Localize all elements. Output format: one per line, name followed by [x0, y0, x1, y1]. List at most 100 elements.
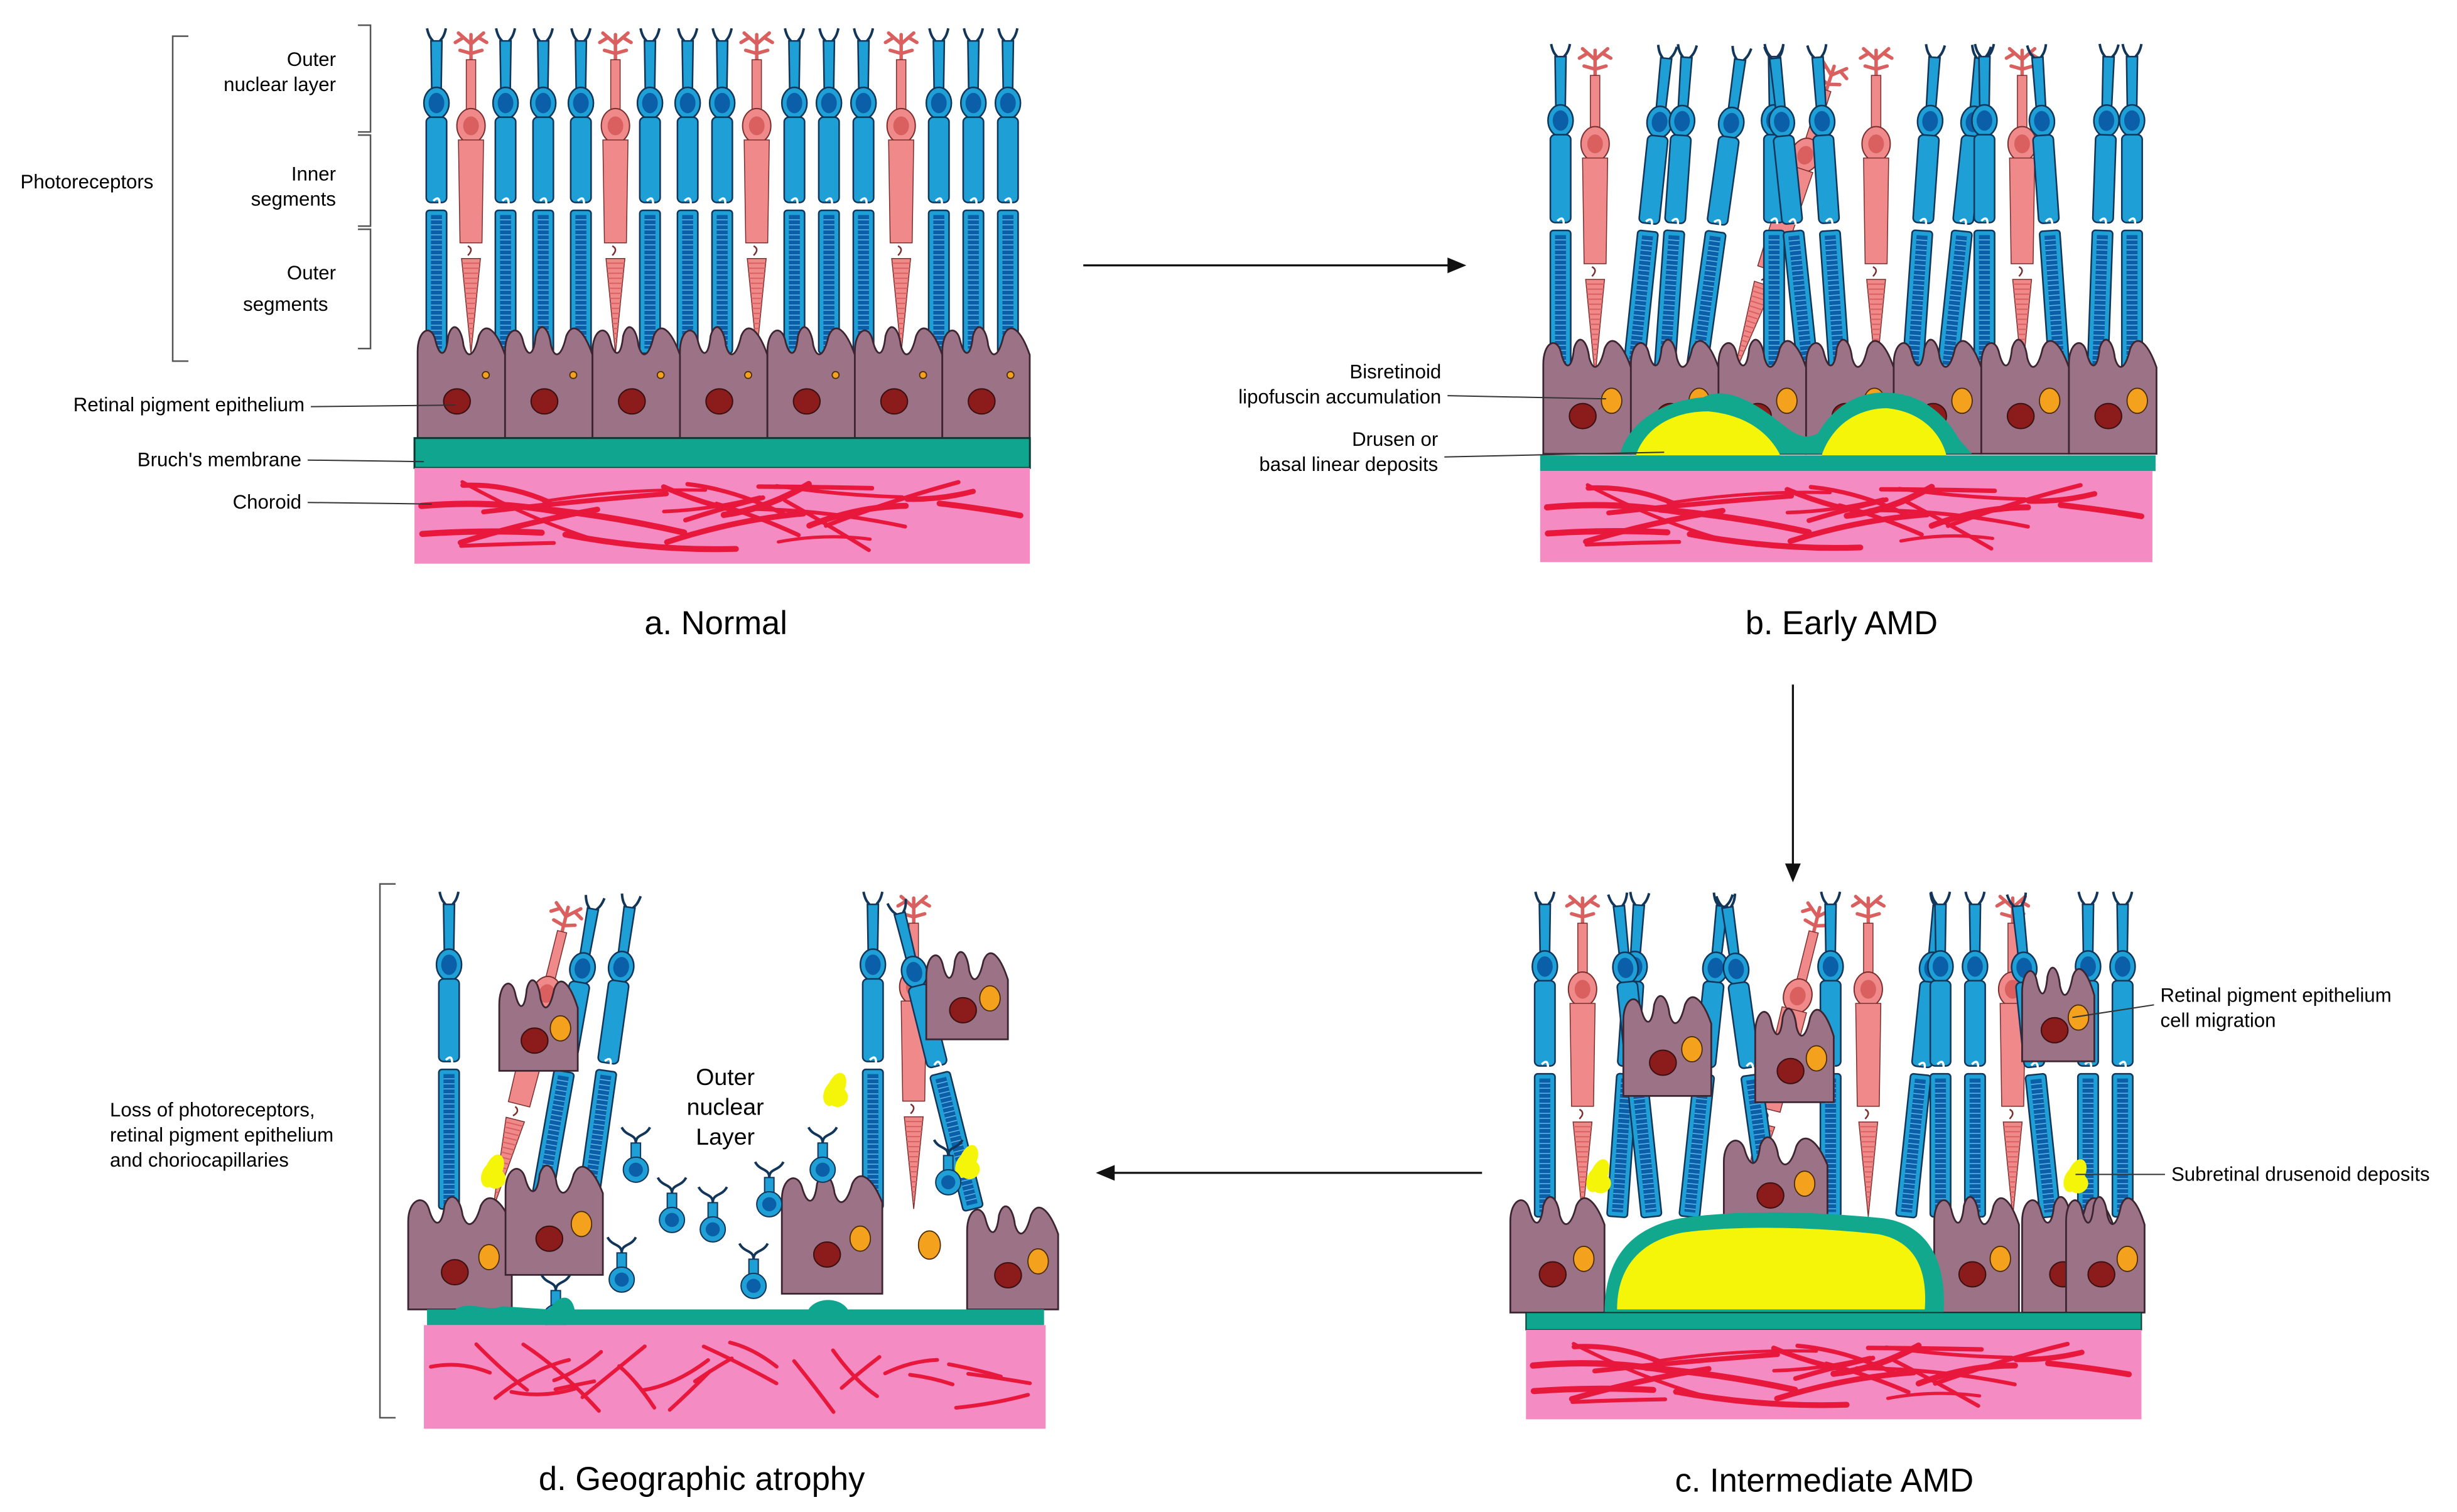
rod-cell	[1962, 891, 1989, 1218]
rod-disc	[1705, 264, 1717, 267]
cone-nucleus	[463, 116, 479, 136]
rod-disc	[1704, 274, 1715, 278]
rod-disc	[1952, 269, 1963, 272]
subretinal-drusenoid-deposit	[955, 1145, 980, 1180]
rod-cilium	[1746, 1062, 1754, 1069]
cone-inner-segment	[888, 139, 914, 244]
photoreceptor-fragment	[656, 1177, 688, 1233]
rod-disc-stack	[1555, 235, 1567, 372]
rpe-nucleus	[949, 996, 977, 1023]
rod-axon	[1538, 904, 1552, 955]
rod-cilium	[934, 197, 943, 204]
rod-disc-stack	[1631, 1078, 1657, 1213]
cone-cilium	[897, 245, 902, 256]
rod-disc	[1642, 1177, 1653, 1180]
rod-disc	[1944, 349, 1955, 352]
lipofuscin-granule	[919, 370, 927, 379]
rod-cilium	[683, 197, 692, 204]
leader-bruch	[308, 459, 424, 463]
rpe-body	[498, 980, 579, 1072]
rod-disc	[1901, 1202, 1913, 1205]
cone-cilium	[2018, 266, 2023, 277]
rpe-cell	[416, 326, 506, 440]
rpe-cell	[854, 326, 944, 440]
rod-disc	[1634, 309, 1646, 312]
rod-disc-stack	[2092, 235, 2109, 372]
rod-disc	[1691, 1143, 1703, 1145]
rod-disc	[1799, 339, 1811, 342]
cone-nucleus	[1868, 134, 1884, 154]
rod-disc	[1633, 314, 1645, 317]
rod-axon	[2031, 56, 2047, 110]
rod-disc	[543, 1158, 554, 1162]
rod-disc	[1663, 309, 1675, 311]
rod-cell	[780, 28, 808, 354]
rod-axon	[1629, 904, 1646, 956]
rod-disc	[1693, 1128, 1704, 1130]
rod-disc	[942, 1105, 954, 1109]
lipofuscin-granule	[849, 1225, 872, 1252]
rpe-nucleus	[521, 1027, 549, 1054]
cone-disc	[504, 1131, 520, 1137]
rod-disc	[1798, 334, 1810, 337]
choroid-vessel	[966, 1371, 1032, 1385]
rod-disc	[2095, 284, 2107, 286]
rod-disc	[1695, 1108, 1707, 1110]
rpe-cell	[1980, 338, 2070, 455]
rod-disc	[1684, 1207, 1696, 1210]
rod-inner-segment	[2032, 134, 2060, 224]
rpe-cell	[966, 1206, 1059, 1310]
rod-disc	[1644, 1197, 1656, 1200]
rod-disc	[946, 1120, 958, 1124]
choroid-vessel	[823, 480, 961, 528]
rod-disc	[944, 1115, 956, 1119]
rpe-body	[2021, 967, 2095, 1062]
rod-disc	[597, 1098, 608, 1101]
rod-disc	[1791, 269, 1803, 272]
rpe-nucleus	[880, 388, 909, 415]
rod-disc	[2096, 244, 2108, 246]
rod-disc	[1688, 1167, 1700, 1170]
lipofuscin-granule	[1805, 1045, 1827, 1072]
label-subretinal-deposits: Subretinal drusenoid deposits	[2171, 1163, 2430, 1185]
rod-axon	[788, 40, 801, 92]
fragment-axon	[942, 1155, 954, 1172]
rod-disc	[2096, 249, 2108, 251]
choroid-vessel	[493, 1358, 571, 1400]
rod-nucleus	[1774, 112, 1790, 132]
leader-choroid	[308, 502, 432, 505]
rod-disc	[1754, 1133, 1765, 1136]
rod-disc	[1751, 1118, 1763, 1121]
rod-disc	[1910, 324, 1921, 327]
rod-disc	[2049, 314, 2061, 316]
rod-disc	[1666, 264, 1678, 266]
rod-disc	[2047, 274, 2058, 276]
rpe-nucleus	[1569, 402, 1597, 429]
cone-cell	[1859, 46, 1894, 377]
rod-disc	[1907, 1153, 1918, 1155]
choroid-vessel	[429, 1363, 492, 1375]
rod-disc	[1643, 1192, 1655, 1196]
rod-disc	[1945, 339, 1957, 342]
rod-cell	[567, 28, 595, 354]
rpe-nucleus	[441, 1259, 469, 1286]
rod-disc	[1750, 1108, 1762, 1111]
rod-disc	[1689, 1162, 1700, 1165]
lipofuscin-granule	[569, 370, 578, 379]
rod-nucleus	[965, 92, 981, 114]
rod-disc	[2035, 1128, 2047, 1130]
rod-cilium	[1788, 218, 1797, 225]
rpe-cell	[766, 326, 856, 440]
rod-disc	[1790, 254, 1801, 257]
rod-disc	[2038, 1157, 2050, 1160]
rod-disc	[1616, 1157, 1627, 1160]
cone-nucleus	[1587, 134, 1603, 154]
cone-cilium	[1591, 266, 1596, 277]
fragment-synapse	[620, 1126, 651, 1143]
rod-disc	[590, 1148, 602, 1152]
rod-nucleus	[1814, 111, 1830, 132]
atrophy-rpe-remnants	[407, 951, 1059, 1310]
cone-axon	[465, 59, 477, 111]
rod-inner-segment	[1727, 981, 1761, 1069]
rod-disc	[1944, 344, 1956, 347]
